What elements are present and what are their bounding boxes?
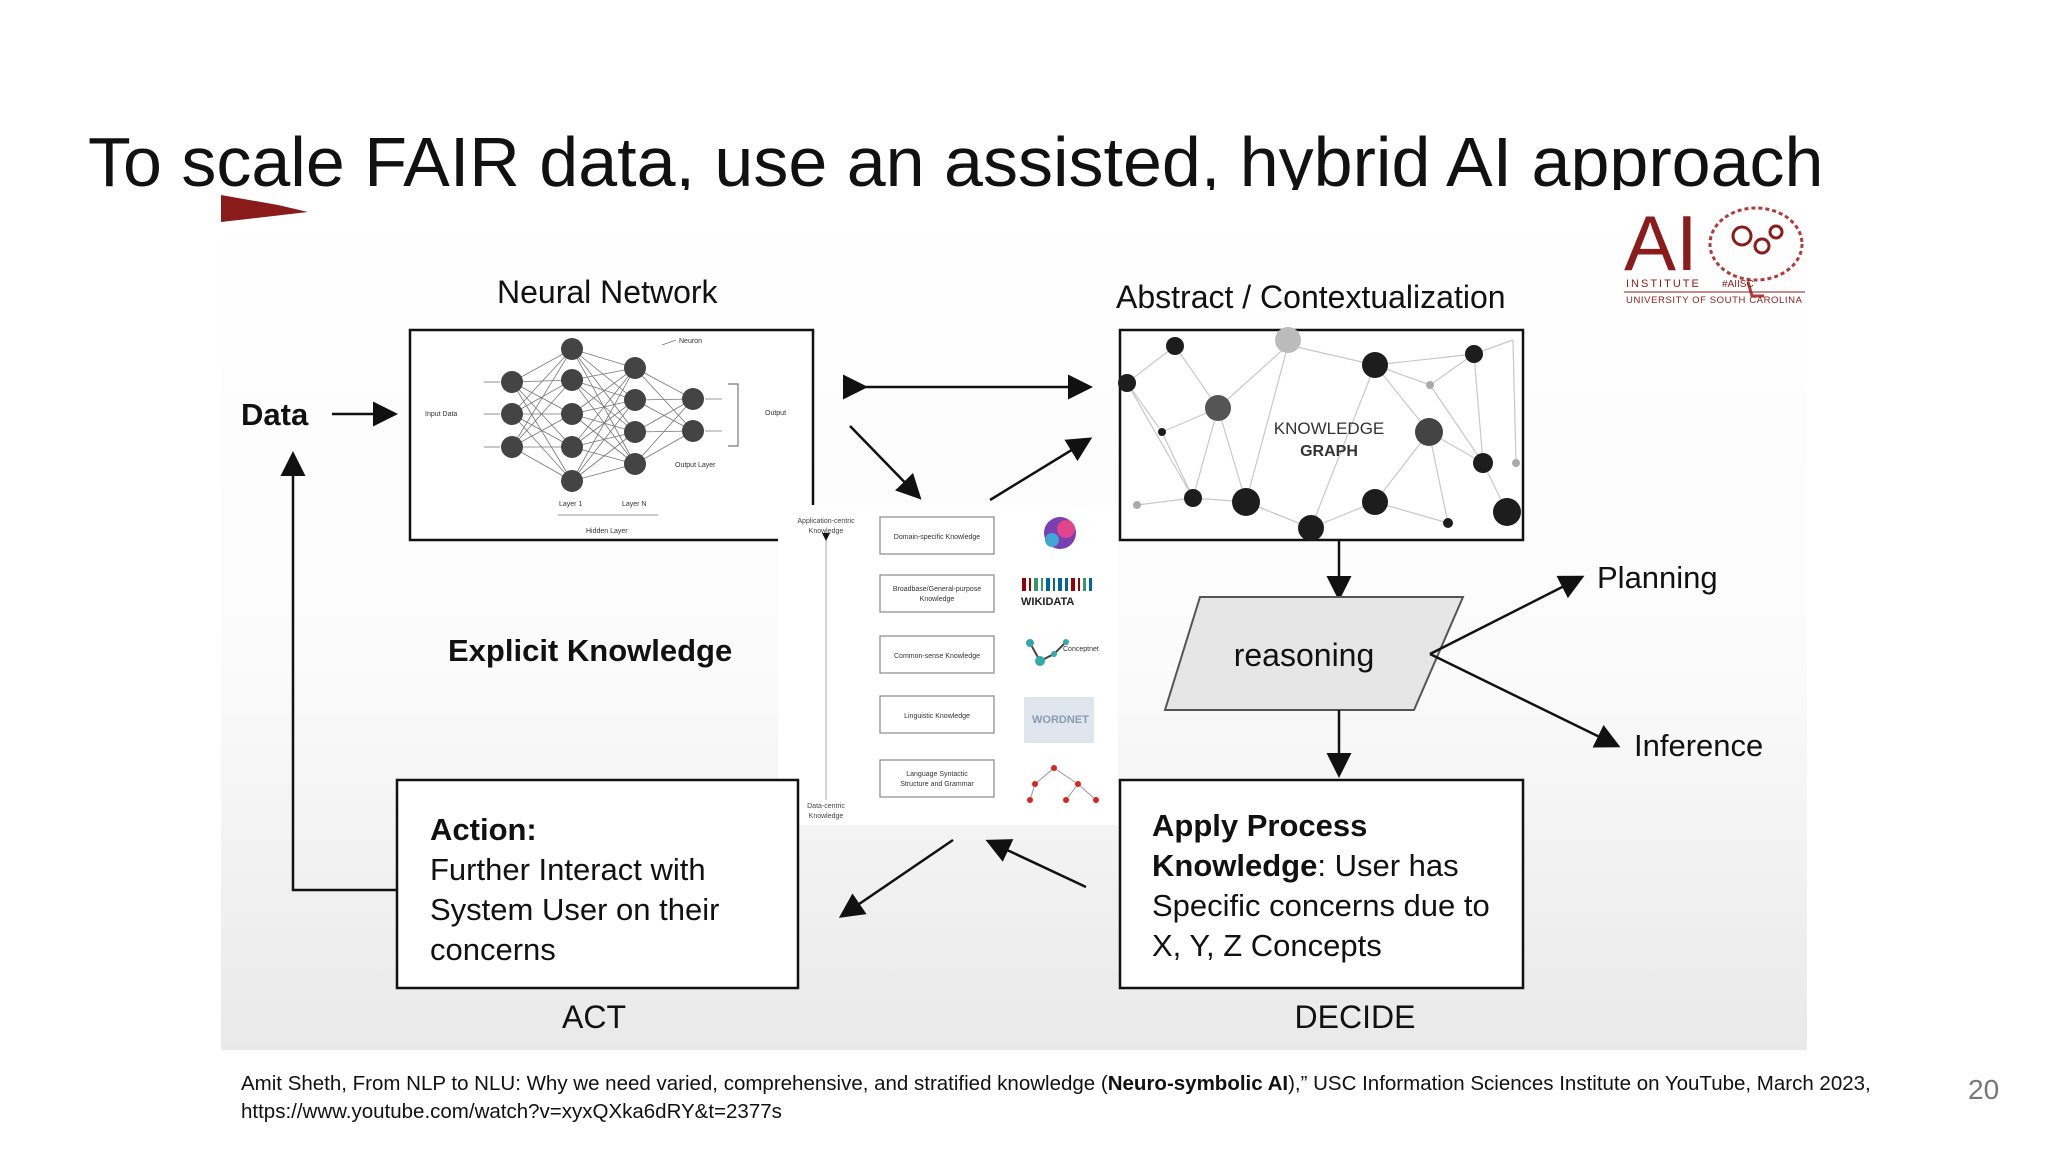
- stack-bottom-label-1: Data-centric: [807, 803, 845, 810]
- apply-process-box: [1118, 778, 1525, 990]
- reasoning-box: [1163, 596, 1465, 711]
- knowledge-to-act-arrow: [838, 838, 954, 918]
- abstract-title: Abstract / Contextualization: [1116, 279, 1506, 315]
- wikidata-label: WIKIDATA: [1021, 596, 1074, 608]
- apply-line-3: Specific concerns due to: [1152, 888, 1490, 923]
- neural-network-title: Neural Network: [497, 274, 719, 310]
- act-label: ACT: [562, 999, 626, 1035]
- stack-top-label-2: Knowledge: [809, 528, 844, 535]
- stack-item-linguistic-text: Linguistic Knowledge: [904, 713, 970, 720]
- planning-label: Planning: [1597, 560, 1718, 595]
- nn-layer1-label: Layer 1: [559, 501, 582, 508]
- action-heading: Action:: [430, 812, 537, 847]
- reasoning-to-inference-arrow: [1429, 652, 1621, 748]
- kg-label-line2: GRAPH: [1300, 443, 1358, 460]
- logo-institute: INSTITUTE: [1626, 278, 1701, 290]
- knowledge-graph: [1118, 327, 1521, 541]
- knowledge-graph-box: [1118, 328, 1525, 542]
- action-box: [395, 778, 800, 990]
- ai-institute-logo: AI INSTITUTE #AIISC UNIVERSITY OF SOUTH …: [1624, 199, 1805, 306]
- stack-item-syntactic-text-1: Language Syntactic: [906, 771, 968, 778]
- conceptnet-icon: Conceptnet: [1026, 639, 1099, 666]
- stack-item-broadbase-text-2: Knowledge: [920, 596, 955, 603]
- stack-item-syntactic: [879, 759, 995, 798]
- stack-item-domain: [879, 516, 995, 555]
- logo-hashtag: #AIISC: [1722, 279, 1754, 290]
- conceptnet-label: Conceptnet: [1063, 646, 1099, 653]
- knowledge-to-kg-arrow: [989, 437, 1093, 502]
- stack-item-broadbase: [879, 574, 995, 613]
- nn-input-label: Input Data: [425, 411, 457, 418]
- apply-line-1: Apply Process: [1152, 808, 1367, 843]
- action-line-2: System User on their: [430, 892, 719, 927]
- nn-to-knowledge-arrow: [849, 425, 922, 500]
- red-accent-shape: [221, 195, 308, 222]
- decide-label: DECIDE: [1295, 999, 1416, 1035]
- stack-item-broadbase-text-1: Broadbase/General-purpose: [893, 586, 981, 593]
- brain-icon: [1708, 206, 1804, 298]
- knowledge-stack: Application-centric Knowledge Data-centr…: [778, 505, 1118, 825]
- stack-item-commonsense-text: Common-sense Knowledge: [894, 653, 980, 660]
- inference-label: Inference: [1634, 728, 1763, 763]
- page-number: 20: [1968, 1074, 2000, 1105]
- nn-output-layer-label: Output Layer: [675, 462, 716, 469]
- reasoning-label: reasoning: [1234, 637, 1375, 673]
- apply-line-2-rest: : User has: [1317, 848, 1458, 883]
- head-icon: [1044, 517, 1076, 549]
- action-line-3: concerns: [430, 932, 556, 967]
- apply-line-2-bold: Knowledge: [1152, 848, 1317, 883]
- apply-line-2: Knowledge: User has: [1152, 848, 1459, 883]
- citation-part-1: Amit Sheth, From NLP to NLU: Why we need…: [241, 1072, 1108, 1095]
- neural-network-graph: [484, 338, 739, 516]
- stack-bottom-label-2: Knowledge: [809, 813, 844, 820]
- logo-letters: AI: [1624, 199, 1698, 287]
- stack-item-linguistic: [879, 695, 995, 734]
- neural-network-box: [408, 328, 815, 542]
- explicit-knowledge-label: Explicit Knowledge: [448, 633, 732, 668]
- nn-hidden-label: Hidden Layer: [586, 528, 628, 535]
- feedback-arrow: [280, 451, 400, 892]
- diagram-figure: AI INSTITUTE #AIISC UNIVERSITY OF SOUTH …: [221, 190, 1807, 1050]
- wordnet-label: WORDNET: [1032, 714, 1089, 726]
- stack-item-syntactic-text-2: Structure and Grammar: [900, 781, 974, 788]
- stack-top-label-1: Application-centric: [797, 518, 855, 525]
- reasoning-to-planning-arrow: [1429, 575, 1585, 656]
- wordnet-icon: WORDNET: [1024, 697, 1094, 743]
- citation-part-2: ),” USC Information Sciences Institute o…: [241, 1072, 1871, 1123]
- apply-line-4: X, Y, Z Concepts: [1152, 928, 1382, 963]
- nn-output-label: Output: [765, 410, 786, 417]
- stack-item-domain-text: Domain-specific Knowledge: [894, 534, 980, 541]
- slide-title: To scale FAIR data, use an assisted, hyb…: [88, 123, 1824, 201]
- citation: Amit Sheth, From NLP to NLU: Why we need…: [241, 1070, 1891, 1126]
- action-line-1: Further Interact with: [430, 852, 706, 887]
- nn-layerN-label: Layer N: [622, 501, 647, 508]
- logo-university: UNIVERSITY OF SOUTH CAROLINA: [1626, 295, 1803, 306]
- decide-to-knowledge-arrow: [985, 839, 1087, 889]
- wikidata-logo: WIKIDATA: [1021, 578, 1092, 608]
- citation-bold: Neuro-symbolic AI: [1107, 1072, 1289, 1095]
- data-label: Data: [241, 397, 309, 432]
- stack-item-commonsense: [879, 635, 995, 674]
- syntax-tree-icon: [1027, 765, 1099, 803]
- kg-label-line1: KNOWLEDGE: [1274, 419, 1385, 438]
- nn-neuron-label: Neuron: [679, 338, 702, 345]
